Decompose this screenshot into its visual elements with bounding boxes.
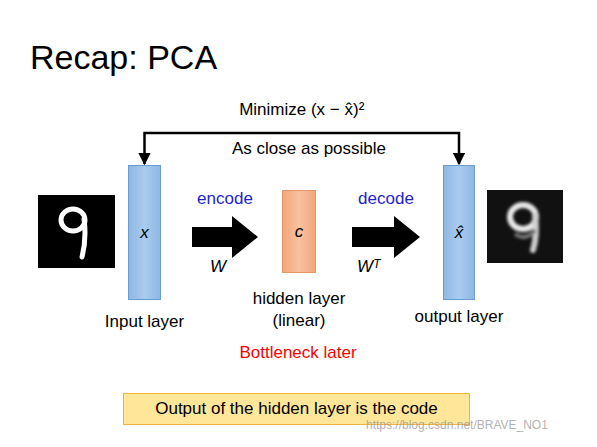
node-text: c: [283, 191, 315, 272]
node-text: x: [129, 166, 160, 299]
slide-title: Recap: PCA: [30, 38, 217, 77]
output-digit-image: [487, 190, 563, 263]
annotation: Bottleneck later: [239, 343, 356, 363]
step-label: decode: [358, 189, 414, 209]
input-digit-image: [38, 195, 115, 268]
weight-label: Wᵀ: [357, 257, 380, 277]
watermark: https://blog.csdn.net/BRAVE_NO1: [366, 418, 548, 432]
block-arrow: [192, 216, 258, 258]
block-arrow: [352, 216, 420, 258]
node-text: x̂: [444, 166, 474, 299]
objective-label: Minimize (x − x̂)²: [239, 100, 364, 120]
annotation: As close as possible: [232, 139, 386, 159]
layer-caption: Input layer: [85, 311, 205, 333]
layer-caption: hidden layer (linear): [244, 288, 354, 332]
layer-caption: output layer: [399, 306, 519, 328]
input-layer: xInput layer: [128, 165, 161, 300]
bracket-arrow: [145, 133, 460, 164]
output-layer: x̂output layer: [443, 165, 475, 300]
step-label: encode: [197, 189, 253, 209]
hidden-layer: chidden layer (linear): [282, 190, 316, 273]
weight-label: W: [210, 257, 226, 277]
